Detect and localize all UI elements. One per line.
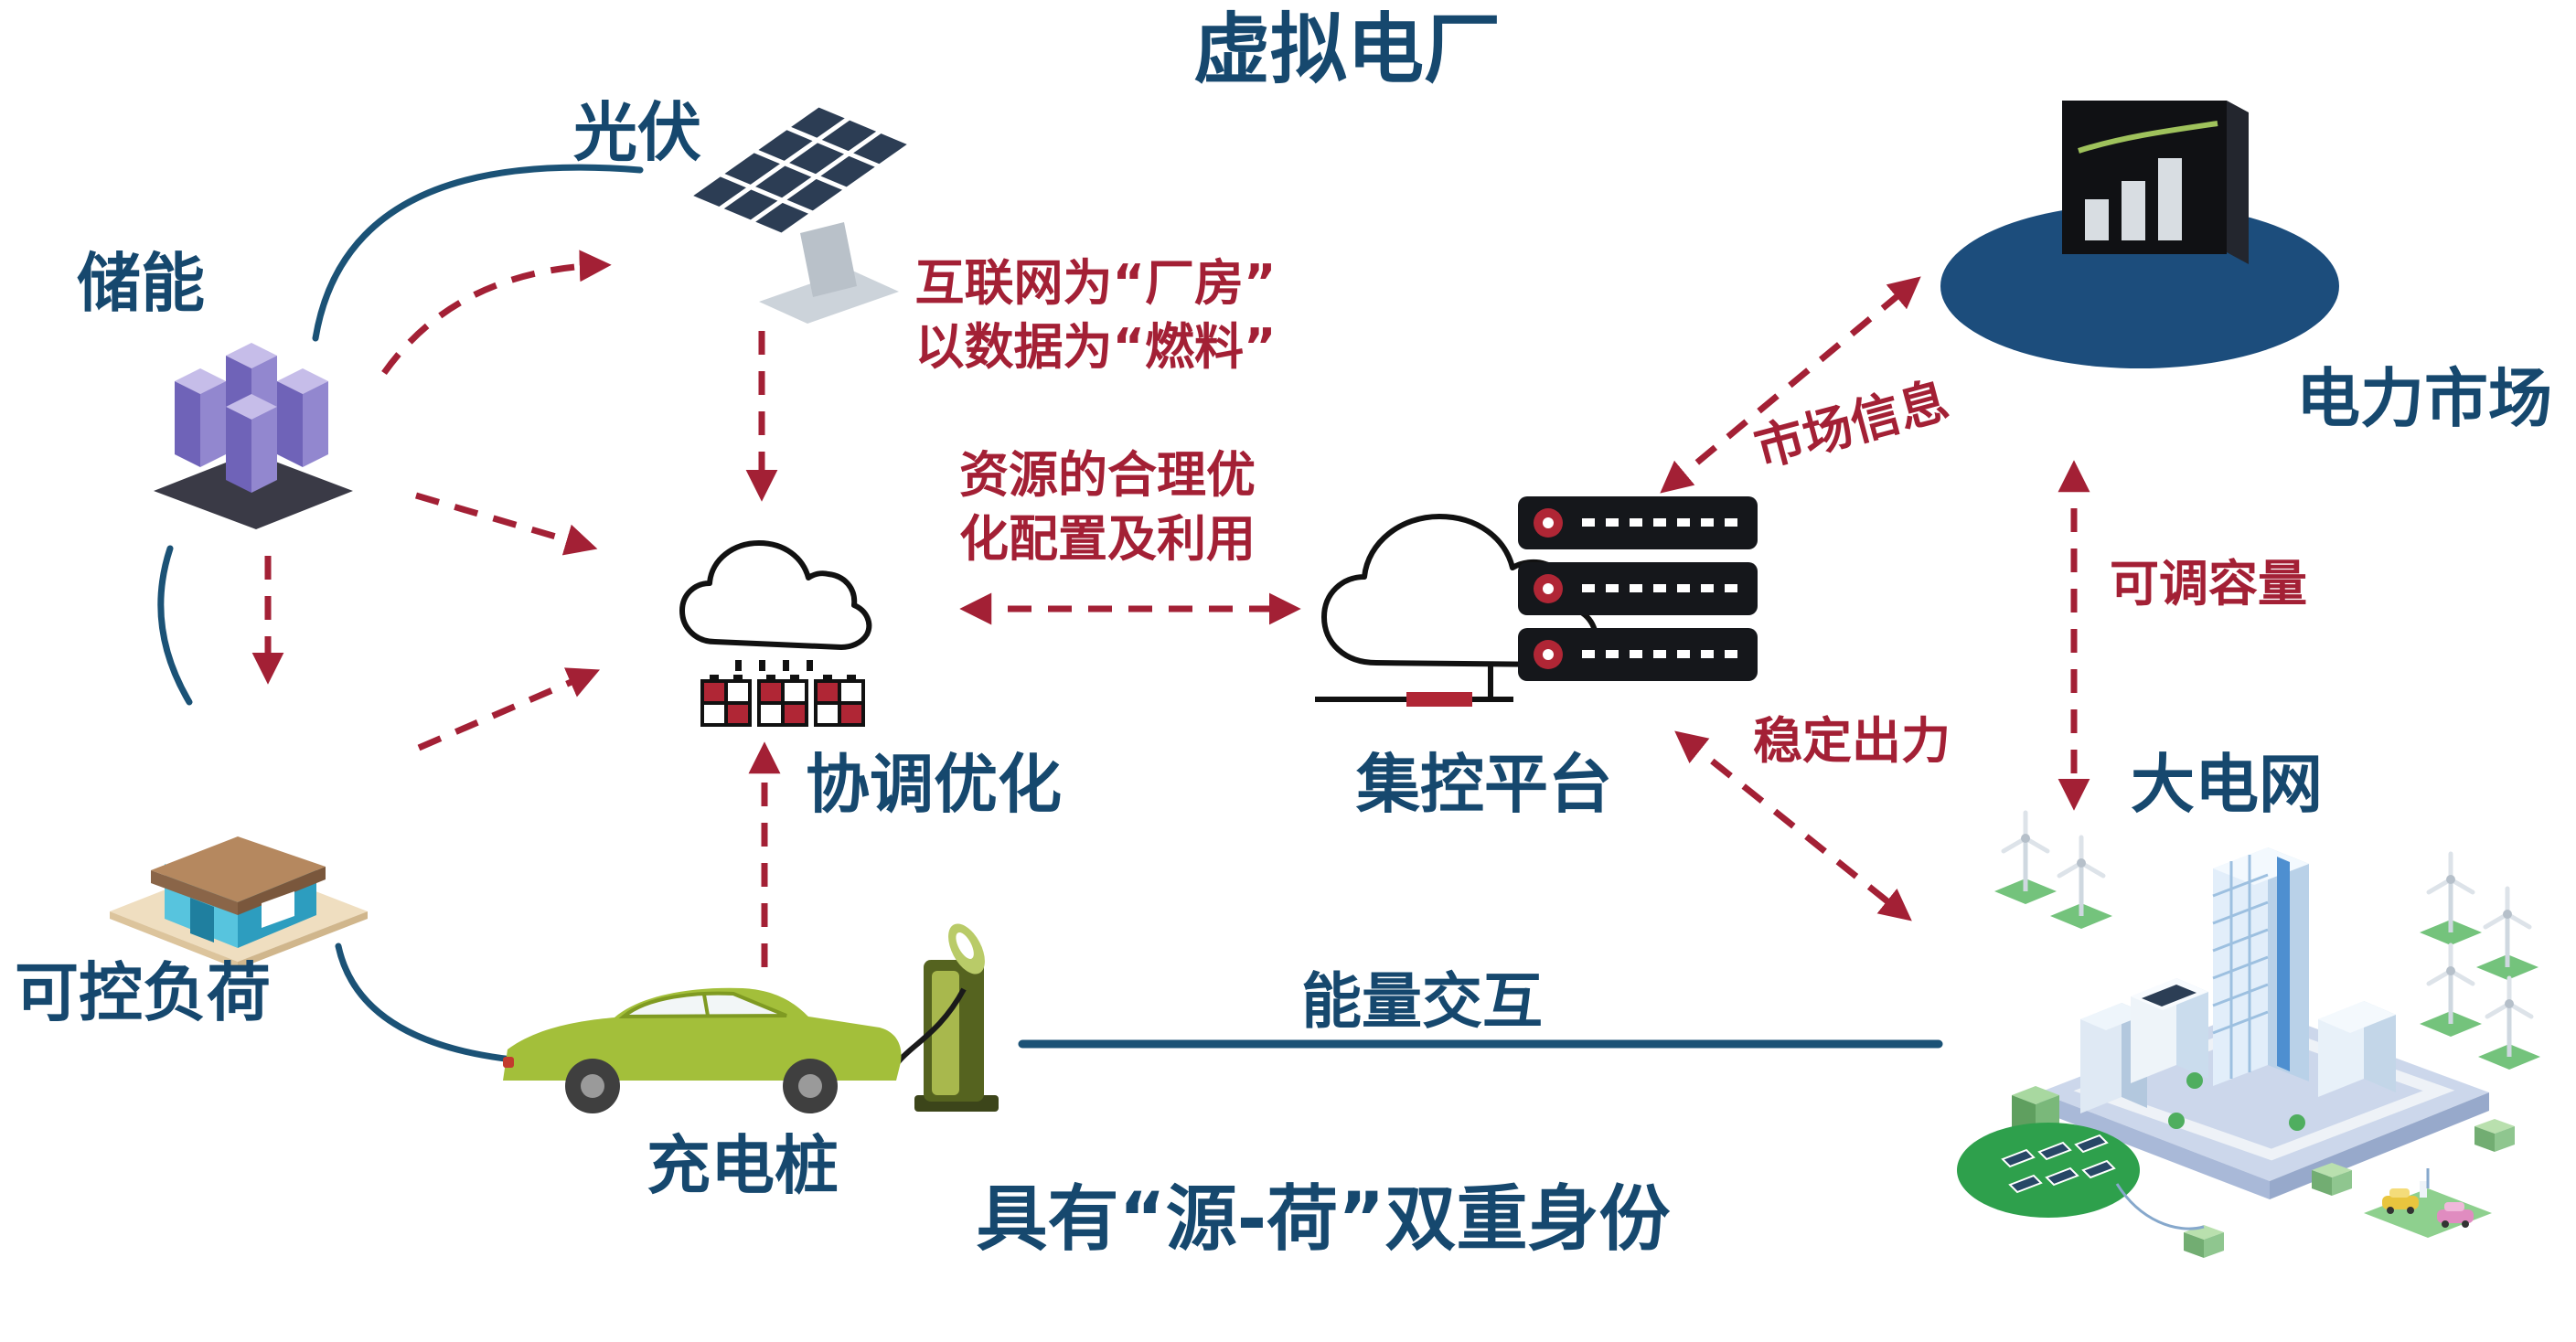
storage-cube: [277, 368, 328, 467]
ev-car: [503, 987, 902, 1113]
note-internet-line2: 以数据为“燃料”: [914, 318, 1277, 377]
node-label-pv: 光伏: [573, 95, 701, 170]
server-rack: [1518, 496, 1758, 681]
arrow-storage-to-coordination: [415, 492, 598, 556]
smart-city-icon: [1957, 810, 2540, 1258]
node-label-coordination: 协调优化: [806, 747, 1062, 822]
note-dual-identity: 具有“源-荷”双重身份: [976, 1178, 1671, 1261]
battery-blocks: [700, 675, 865, 727]
storage-cube: [226, 394, 277, 493]
wind-turbines: [1994, 810, 2540, 1070]
battery-cubes-icon: [154, 343, 353, 529]
node-label-power-market: 电力市场: [2296, 361, 2552, 436]
city-tower: [2212, 847, 2309, 1086]
note-stable-output: 稳定出力: [1753, 712, 1951, 770]
city-links: [2115, 1168, 2430, 1230]
city-building: [2318, 1001, 2396, 1097]
node-label-main-grid: 大电网: [2131, 747, 2323, 822]
solar-panel-icon: [678, 99, 923, 324]
storage-cube: [175, 368, 226, 467]
ev-car-charger-icon: [503, 923, 999, 1113]
curve-storage-to-pv: [312, 164, 644, 342]
arrow-platform-market: [1660, 276, 1921, 494]
note-energy-exchange: 能量交互: [1301, 966, 1543, 1037]
node-label-charging-pile: 充电桩: [647, 1128, 839, 1203]
city-building: [2131, 978, 2208, 1083]
dotted-links: [735, 660, 813, 671]
note-resource-optimization: 资源的合理优 化配置及利用: [959, 443, 1256, 571]
arrow-load-to-coordination: [417, 667, 601, 751]
trees: [2168, 1072, 2305, 1131]
market-chart-icon: [1940, 101, 2339, 368]
city-cars: [2364, 1181, 2492, 1238]
note-internet-factory: 互联网为“厂房” 以数据为“燃料”: [915, 251, 1277, 379]
cloud-servers-icon: [1315, 496, 1758, 707]
solar-farm: [1957, 1123, 2140, 1218]
curve-storage-to-load: [157, 545, 193, 706]
note-adjustable-capacity: 可调容量: [2110, 555, 2307, 612]
curve-load-to-charger: [335, 943, 548, 1066]
arrow-platform-grid: [1674, 730, 1912, 921]
node-label-storage: 储能: [77, 246, 205, 321]
charging-station: [895, 923, 999, 1112]
green-cubes: [2184, 1119, 2515, 1258]
cloud-shape: [679, 540, 872, 650]
cloud-batteries-icon: [679, 540, 872, 727]
node-label-controllable-load: 可控负荷: [15, 955, 271, 1030]
diagram-title: 虚拟电厂: [1192, 5, 1502, 94]
note-resource-line2: 化配置及利用: [959, 510, 1256, 569]
house-icon: [110, 836, 368, 969]
note-resource-line1: 资源的合理优: [959, 446, 1256, 504]
node-label-control-platform: 集控平台: [1356, 747, 1612, 822]
note-internet-line1: 互联网为“厂房”: [914, 254, 1277, 312]
arrow-storage-to-pv: [381, 250, 612, 376]
